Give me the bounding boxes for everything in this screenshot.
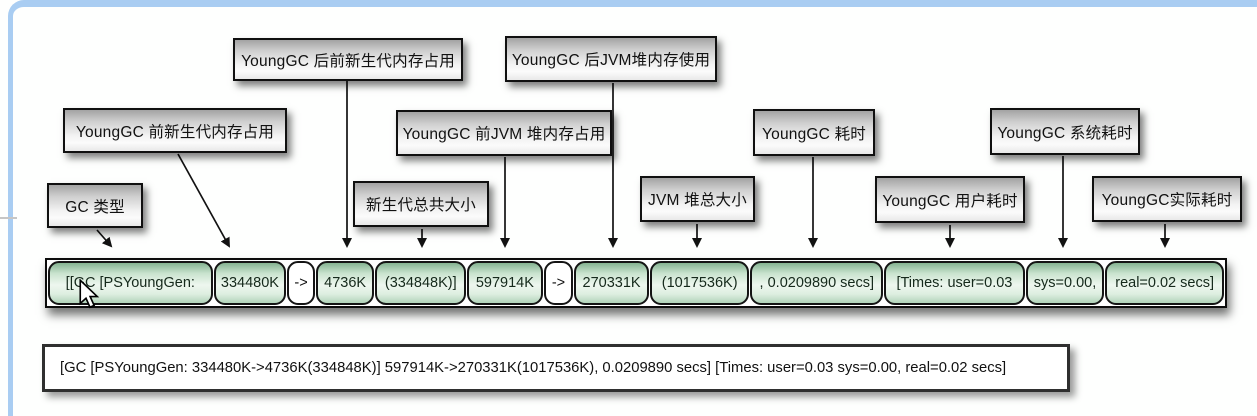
label-real-time: YoungGC实际耗时 — [1092, 176, 1242, 222]
segment-gc-type: [[GC [PSYoungGen: — [48, 261, 213, 305]
segment-times-sys: sys=0.00, — [1025, 261, 1105, 305]
label-user-time: YoungGC 用户耗时 — [875, 176, 1025, 223]
segment-young-total: (334848K)] — [375, 261, 467, 305]
segment-arrow-2: -> — [543, 261, 574, 305]
segment-heap-total: (1017536K) — [649, 261, 750, 305]
segment-heap-before: 597914K — [467, 261, 543, 305]
label-younggen-after: YoungGC 后前新生代内存占用 — [233, 38, 463, 81]
segment-young-before: 334480K — [213, 261, 287, 305]
gc-log-line-box: [GC [PSYoungGen: 334480K->4736K(334848K)… — [42, 344, 1070, 392]
left-edge-mark — [0, 217, 17, 219]
label-heap-after: YoungGC 后JVM堆内存使用 — [505, 36, 717, 82]
segment-duration: , 0.0209890 secs] — [750, 261, 884, 305]
gc-log-segment-row: [[GC [PSYoungGen: 334480K -> 4736K (3348… — [45, 258, 1227, 308]
label-heap-before: YoungGC 前JVM 堆内存占用 — [396, 110, 612, 156]
label-younggen-total: 新生代总共大小 — [353, 181, 489, 227]
label-gc-duration: YoungGC 耗时 — [753, 109, 875, 156]
label-younggen-before: YoungGC 前新生代内存占用 — [63, 108, 287, 153]
segment-times-user: [Times: user=0.03 — [884, 261, 1025, 305]
segment-arrow-1: -> — [287, 261, 315, 305]
label-gc-type: GC 类型 — [47, 183, 143, 228]
label-heap-total: JVM 堆总大小 — [640, 176, 755, 222]
segment-times-real: real=0.02 secs] — [1105, 261, 1224, 305]
label-sys-time: YoungGC 系统耗时 — [990, 108, 1140, 155]
segment-heap-after: 270331K — [574, 261, 649, 305]
segment-young-after: 4736K — [315, 261, 375, 305]
